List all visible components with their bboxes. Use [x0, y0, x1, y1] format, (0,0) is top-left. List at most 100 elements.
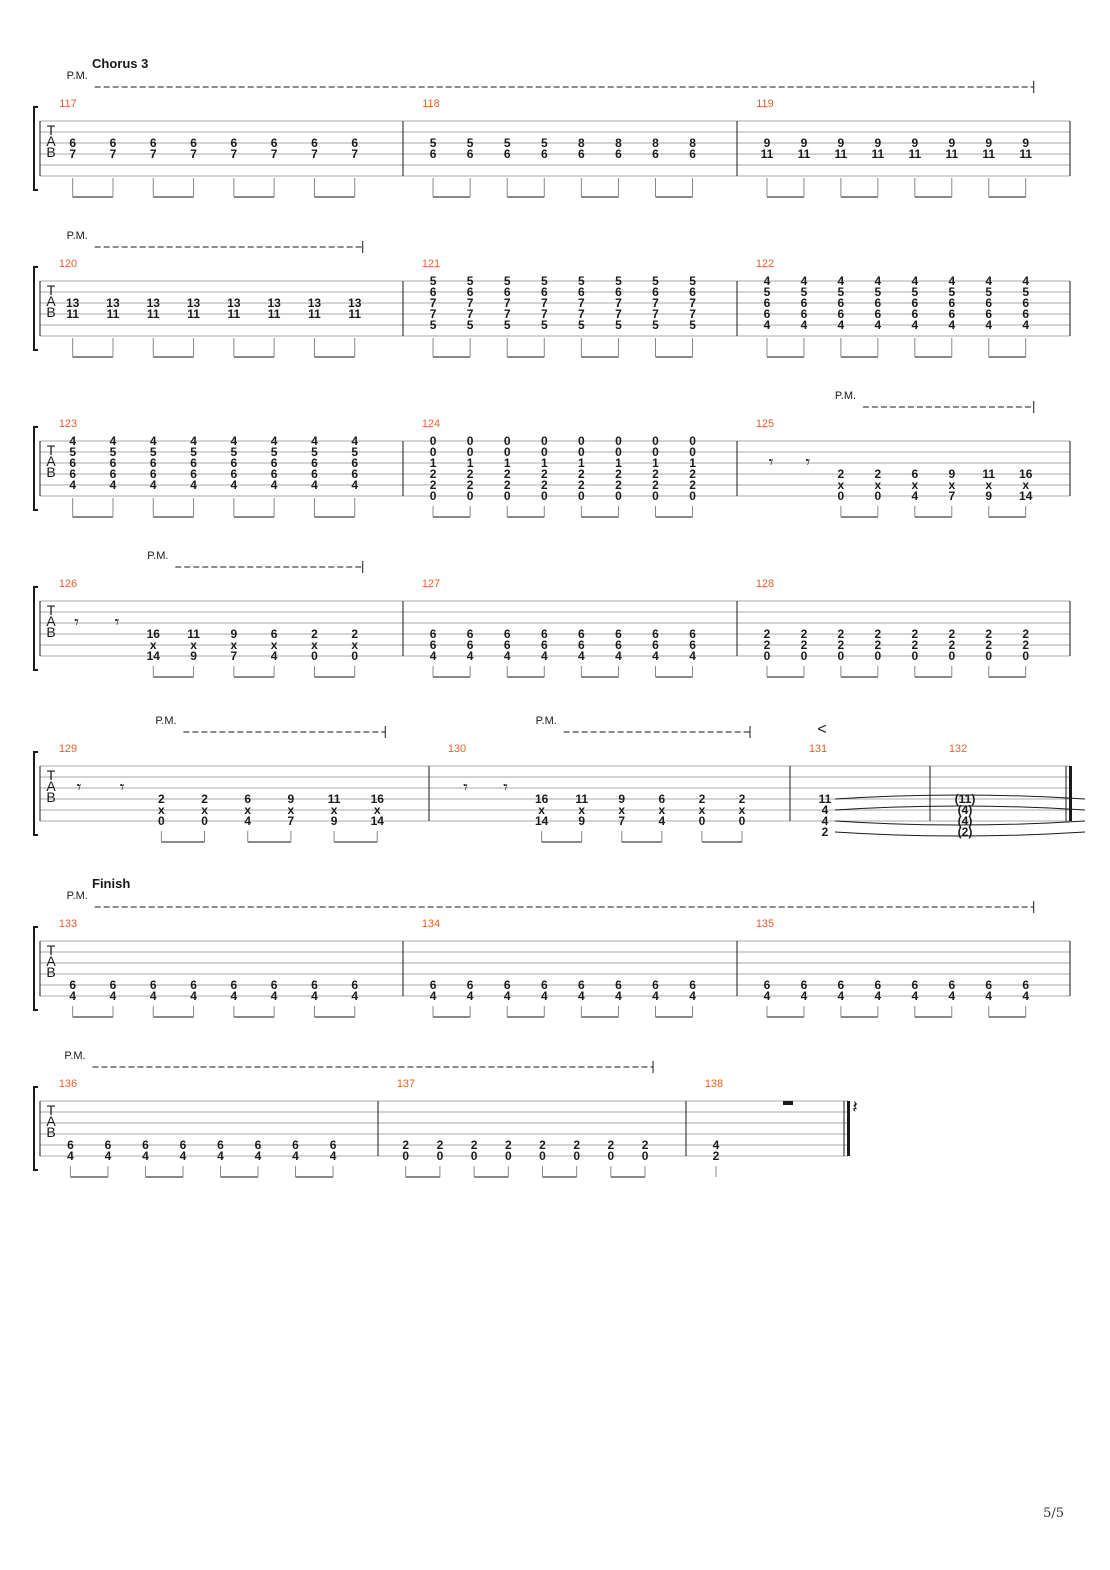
fret-number: 4 [504, 989, 511, 1003]
beam [914, 196, 952, 198]
fret-number: 5 [838, 285, 845, 299]
beam [840, 196, 878, 198]
fret-number: x [618, 803, 625, 817]
beam [433, 196, 471, 198]
fret-number: 2 [764, 627, 771, 641]
eighth-rest: 𝄾 [74, 612, 79, 633]
fret-number: 2 [948, 638, 955, 652]
fret-number: 0 [689, 489, 696, 503]
fret-number: 4 [801, 318, 808, 332]
fret-number: 5 [541, 136, 548, 150]
beam [295, 1176, 334, 1178]
fret-number: 0 [430, 445, 437, 459]
fret-number: 6 [105, 1138, 112, 1152]
fret-number: 5 [652, 274, 659, 288]
beam [655, 676, 693, 678]
fret-number: 6 [875, 978, 882, 992]
fret-number: 4 [110, 478, 117, 492]
fret-number: x [659, 803, 666, 817]
beam [766, 196, 804, 198]
fret-number: 6 [838, 296, 845, 310]
fret-number: 6 [67, 1138, 74, 1152]
beam [314, 1016, 355, 1018]
fret-number: 6 [150, 978, 157, 992]
beam [581, 1016, 619, 1018]
fret-number: 2 [504, 478, 511, 492]
fret-number: 13 [106, 296, 120, 310]
beam [507, 196, 545, 198]
fret-number: 4 [110, 434, 117, 448]
fret-number: 13 [187, 296, 201, 310]
fret-number: 2 [948, 627, 955, 641]
fret-number: 6 [578, 638, 585, 652]
fret-number: 5 [430, 318, 437, 332]
fret-number: 14 [147, 649, 161, 663]
fret-number: x [538, 803, 545, 817]
fret-number: 6 [948, 307, 955, 321]
fret-number: 4 [311, 478, 318, 492]
fret-number: 6 [541, 627, 548, 641]
fret-number: 4 [911, 318, 918, 332]
fret-number: 6 [430, 147, 437, 161]
section-title: Finish [92, 876, 130, 891]
fret-number: 9 [985, 136, 992, 150]
fret-number: x [158, 803, 165, 817]
fret-number: 4 [69, 478, 76, 492]
eighth-rest: 𝄾 [806, 452, 811, 473]
fret-number: 2 [911, 627, 918, 641]
fret-number: 6 [230, 978, 237, 992]
fret-number: 6 [948, 296, 955, 310]
fret-number: 1 [430, 456, 437, 470]
beam [314, 356, 355, 358]
fret-number: 4 [311, 434, 318, 448]
fret-number: 2 [505, 1138, 512, 1152]
fret-number: 4 [578, 989, 585, 1003]
beam [72, 516, 113, 518]
fret-number: 5 [271, 445, 278, 459]
beam [314, 196, 355, 198]
beam [988, 356, 1026, 358]
fret-number: 7 [541, 296, 548, 310]
fret-number: 0 [573, 1149, 580, 1163]
fret-number: 5 [689, 274, 696, 288]
beam [72, 196, 113, 198]
measure-number: 125 [756, 418, 774, 430]
fret-number: 6 [351, 456, 358, 470]
fret-number: 2 [985, 627, 992, 641]
fret-number: 4 [292, 1149, 299, 1163]
fret-number: 6 [292, 1138, 299, 1152]
fret-number: 4 [764, 274, 771, 288]
fret-number: 4 [875, 274, 882, 288]
fret-number: 7 [467, 307, 474, 321]
fret-number: 5 [615, 318, 622, 332]
fret-number: 2 [838, 627, 845, 641]
beam [220, 1176, 259, 1178]
palm-mute-label: P.M. [536, 715, 557, 727]
fret-number: 6 [110, 136, 117, 150]
fret-number: (4) [958, 814, 973, 828]
fret-number: 7 [271, 147, 278, 161]
fret-number: 6 [541, 285, 548, 299]
fret-number: 6 [430, 627, 437, 641]
measure-number: 121 [422, 258, 440, 270]
fret-number: 6 [271, 978, 278, 992]
fret-number: 4 [150, 434, 157, 448]
fret-number: 5 [150, 445, 157, 459]
fret-number: 13 [267, 296, 281, 310]
tie [834, 831, 1086, 837]
fret-number: 4 [230, 434, 237, 448]
fret-number: (4) [958, 803, 973, 817]
fret-number: 6 [764, 978, 771, 992]
fret-number: 6 [659, 792, 666, 806]
fret-number: 7 [652, 307, 659, 321]
tab-clef-letter: T [47, 602, 56, 618]
fret-number: 6 [948, 978, 955, 992]
fret-number: 8 [652, 136, 659, 150]
fret-number: 6 [190, 136, 197, 150]
fret-number: x [244, 803, 251, 817]
fret-number: 9 [331, 814, 338, 828]
fret-number: 6 [311, 978, 318, 992]
fret-number: 5 [801, 285, 808, 299]
beam [145, 1176, 183, 1178]
fret-number: 4 [911, 274, 918, 288]
